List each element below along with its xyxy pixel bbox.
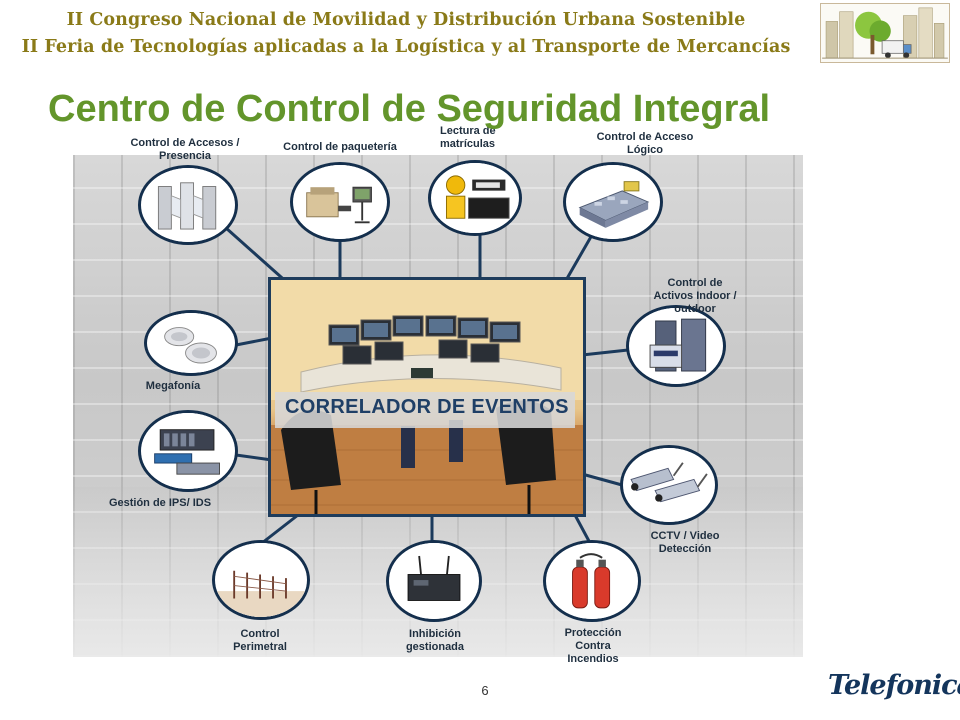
fence-icon <box>212 540 310 620</box>
city-truck-logo <box>820 3 950 63</box>
jammer-icon <box>386 540 482 622</box>
xray-scanner-icon <box>290 162 390 242</box>
telefonica-wordmark: Telefonica <box>828 670 960 701</box>
cctv-camera-icon <box>620 445 718 525</box>
node-label-accesos: Control de Accesos / Presencia <box>130 137 240 162</box>
congress-title: II Congreso Nacional de Movilidad y Dist… <box>66 10 746 30</box>
rfid-reader-icon <box>626 305 726 387</box>
correlator-label: CORRELADOR DE EVENTOS <box>285 396 569 418</box>
node-label-cctv: CCTV / Video Detección <box>650 530 720 555</box>
fire-extinguisher-icon <box>543 540 641 622</box>
node-label-matriculas: Lectura de matrículas <box>440 125 496 150</box>
telefonica-logo: Telefonica <box>828 670 960 701</box>
node-label-inhibicion: Inhibición gestionada <box>405 628 465 653</box>
node-label-perimetral: Control Perimetral <box>233 628 287 653</box>
event-correlator-room: CORRELADOR DE EVENTOS <box>268 277 586 517</box>
speaker-icon <box>144 310 238 376</box>
plate-reader-camera-icon <box>428 160 522 236</box>
server-rack-icon <box>563 162 663 242</box>
turnstile-icon <box>138 165 238 245</box>
node-label-activos: Control de Activos Indoor / outdoor <box>653 277 737 315</box>
node-label-incendios: Protección Contra Incendios <box>564 627 622 665</box>
fair-title: II Feria de Tecnologías aplicadas a la L… <box>21 37 791 57</box>
network-appliance-icon <box>138 410 238 492</box>
page-title: Centro de Control de Seguridad Integral <box>48 88 771 130</box>
page-number: 6 <box>481 683 489 698</box>
node-label-ips-ids: Gestión de IPS/ IDS <box>108 497 212 509</box>
node-label-acceso-logico: Control de Acceso Lógico <box>596 131 694 156</box>
node-label-paqueteria: Control de paquetería <box>283 141 397 153</box>
node-label-megafonia: Megafonía <box>145 380 201 392</box>
